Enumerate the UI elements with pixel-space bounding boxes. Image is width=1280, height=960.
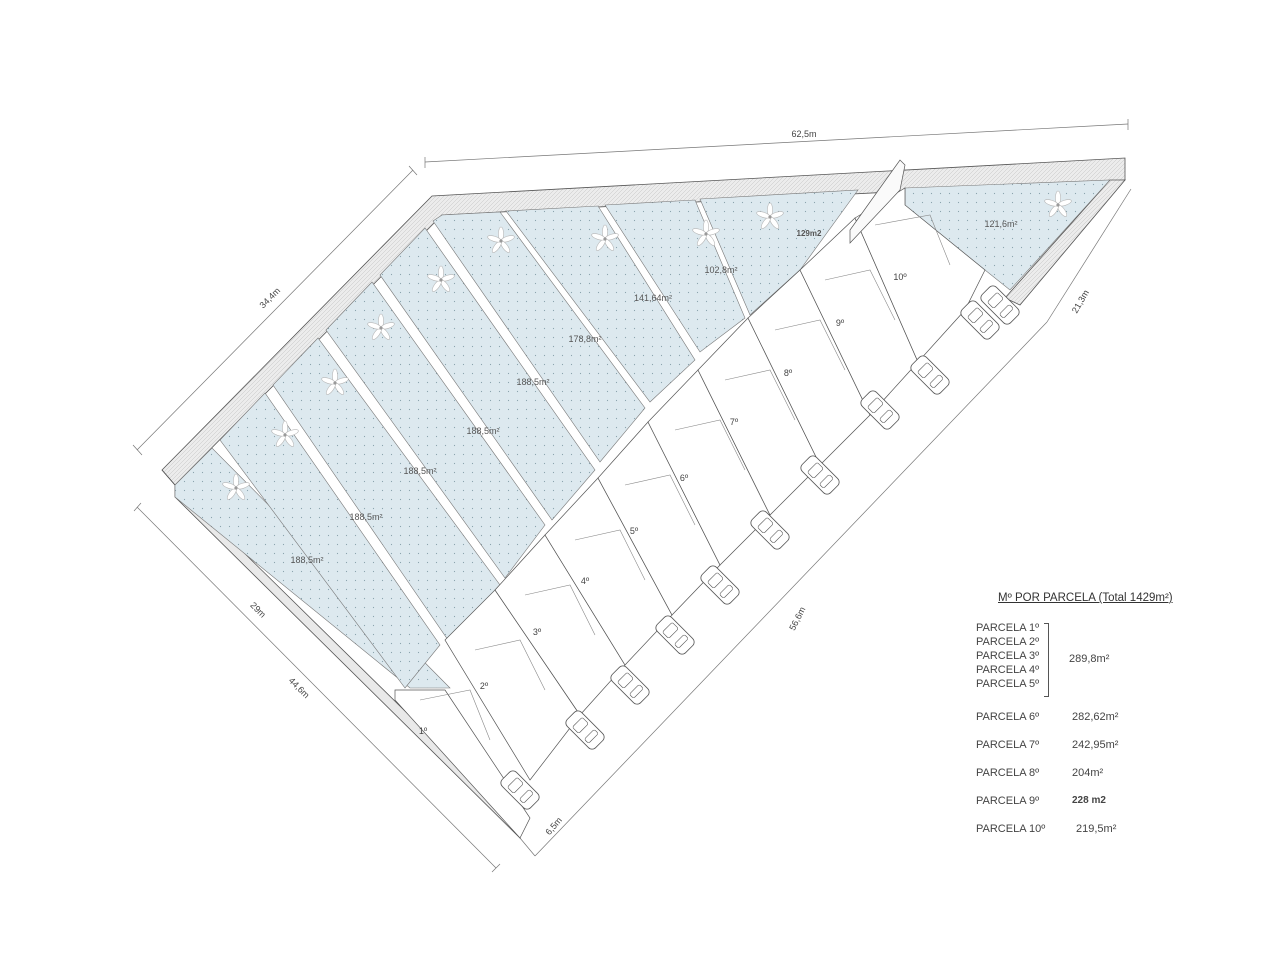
garden-area-label: 188,5m² bbox=[349, 512, 382, 522]
legend-row-area: 219,5m² bbox=[1076, 823, 1117, 835]
plot-number: 10º bbox=[893, 272, 907, 282]
garden-area-label: 121,6m² bbox=[984, 219, 1017, 229]
plot-numbers: 1º 2º 3º 4º 5º 6º 7º 8º 9º 10º bbox=[419, 272, 908, 736]
legend-group-label: PARCELA 1º bbox=[976, 622, 1040, 634]
plot-number: 8º bbox=[784, 368, 793, 378]
garden-area-label: 188,5m² bbox=[466, 426, 499, 436]
legend-group-label: PARCELA 4º bbox=[976, 664, 1040, 676]
dimension-left-lower-a: 29m bbox=[248, 600, 267, 619]
legend-group-label: PARCELA 3º bbox=[976, 650, 1040, 662]
garden-area-label: 188,5m² bbox=[403, 466, 436, 476]
legend-title: Mº POR PARCELA (Total 1429m²) bbox=[998, 592, 1173, 604]
garden-area-label: 102,8m² bbox=[704, 265, 737, 275]
site-boundary bbox=[161, 157, 1126, 839]
dimension-bottom-right: 56,6m bbox=[787, 605, 807, 632]
legend-group-labels: PARCELA 1º PARCELA 2º PARCELA 3º PARCELA… bbox=[976, 621, 1039, 691]
legend-row-label: PARCELA 6º bbox=[976, 711, 1040, 723]
legend-row: PARCELA 7º 242,95m² bbox=[976, 739, 1118, 751]
legend-group-area: 289,8m² bbox=[1069, 653, 1110, 665]
legend-row-label: PARCELA 10º bbox=[976, 823, 1046, 835]
garden-area-label: 188,5m² bbox=[516, 377, 549, 387]
garden-area-label: 141,64m² bbox=[634, 293, 672, 303]
garden-area-label: 129m2 bbox=[797, 229, 822, 238]
plot-number: 2º bbox=[480, 681, 489, 691]
plot-number: 7º bbox=[730, 417, 739, 427]
legend-group-label: PARCELA 2º bbox=[976, 636, 1040, 648]
plot-number: 9º bbox=[836, 318, 845, 328]
dimension-right: 21,3m bbox=[1070, 288, 1091, 315]
legend-group-label: PARCELA 5º bbox=[976, 678, 1040, 690]
plot-number: 4º bbox=[581, 576, 590, 586]
plot-number: 3º bbox=[533, 627, 542, 637]
legend-group-brace bbox=[1044, 623, 1049, 697]
legend-row-label: PARCELA 9º bbox=[976, 795, 1040, 807]
plot-number: 1º bbox=[419, 726, 428, 736]
dimension-bottom: 6,5m bbox=[543, 815, 564, 837]
garden-area-labels: 188,5m² 188,5m² 188,5m² 188,5m² 188,5m² … bbox=[290, 219, 1017, 565]
legend-row: PARCELA 8º 204m² bbox=[976, 767, 1103, 779]
garden-area-label: 178,8m² bbox=[568, 334, 601, 344]
legend-row-area: 228 m2 bbox=[1072, 795, 1106, 806]
legend-row-area: 282,62m² bbox=[1072, 711, 1119, 723]
plot-number: 5º bbox=[630, 526, 639, 536]
legend-row: PARCELA 6º 282,62m² bbox=[976, 711, 1118, 723]
legend-row: PARCELA 10º 219,5m² bbox=[976, 823, 1116, 835]
houses bbox=[394, 159, 986, 839]
legend-row-area: 242,95m² bbox=[1072, 739, 1119, 751]
interior-lines bbox=[419, 214, 951, 741]
legend-row-label: PARCELA 8º bbox=[976, 767, 1040, 779]
legend-row-label: PARCELA 7º bbox=[976, 739, 1040, 751]
dimension-lines bbox=[132, 119, 1132, 873]
garden-area-label: 188,5m² bbox=[290, 555, 323, 565]
dimension-top: 62,5m bbox=[791, 129, 816, 139]
legend-row-area: 204m² bbox=[1072, 767, 1104, 779]
plot-number: 6º bbox=[680, 473, 689, 483]
legend-row: PARCELA 9º 228 m2 bbox=[976, 795, 1106, 807]
